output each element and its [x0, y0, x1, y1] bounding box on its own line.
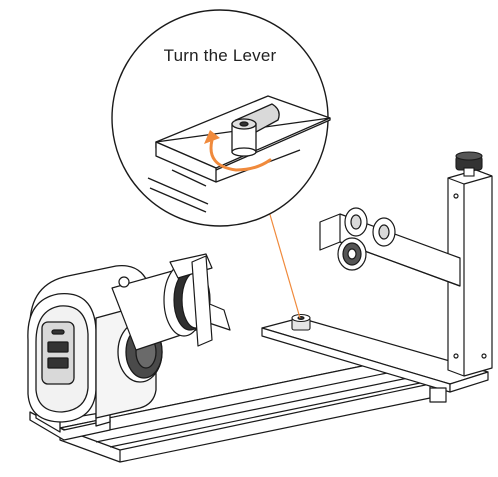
callout-circle: [111, 9, 331, 227]
lever-small: [291, 313, 311, 331]
lever-detail: [231, 103, 280, 157]
callout-label: Turn the Lever: [163, 46, 277, 65]
roller-wheels: [337, 207, 396, 271]
leader-line: [263, 193, 301, 319]
curved-arrow-icon: [204, 130, 272, 172]
top-knob: [455, 151, 483, 177]
platform-plate: [261, 317, 489, 403]
base-rail: [59, 363, 431, 463]
chuck-cylinder: [111, 253, 231, 351]
